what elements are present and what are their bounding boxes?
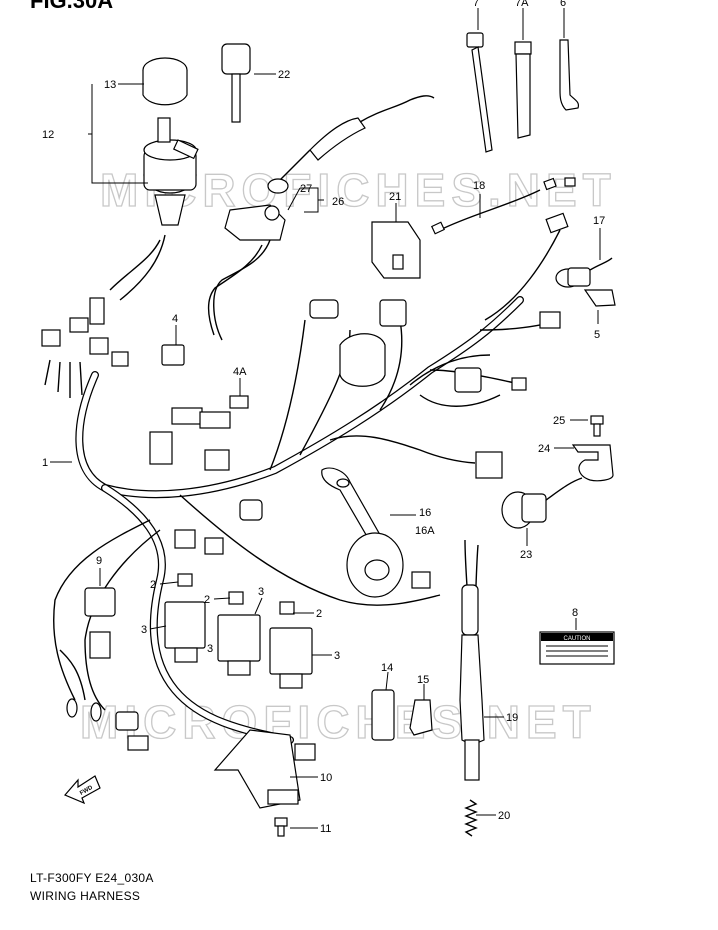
callout-8: 8 (572, 607, 578, 619)
callout-13: 13 (104, 79, 116, 91)
model-code: LT-F300FY E24_030A (30, 871, 154, 885)
ignition-switch (143, 117, 199, 226)
callout-2-middle: 2 (204, 594, 210, 606)
figure-title: FIG.30A (30, 0, 114, 13)
callout-4: 4 (172, 313, 178, 325)
caution-label-text: CAUTION (564, 636, 591, 642)
bracket-15 (409, 699, 433, 736)
wire-connectors-center (149, 407, 263, 555)
callout-3-right: 3 (334, 650, 340, 662)
callout-23: 23 (520, 549, 532, 561)
callout-labels: 13 12 22 7 7A 6 18 21 27 26 17 5 4 4A 1 … (42, 0, 605, 835)
callout-2-left: 2 (150, 579, 156, 591)
callout-14: 14 (381, 662, 393, 674)
callout-7: 7 (473, 0, 479, 9)
callout-11: 11 (320, 823, 331, 835)
relay-4 (161, 344, 185, 366)
callout-16: 16 (419, 507, 431, 519)
callout-22: 22 (278, 69, 290, 81)
callout-7a: 7A (515, 0, 529, 9)
callout-6: 6 (560, 0, 566, 9)
connector-block-right (454, 367, 527, 479)
clamp-5 (583, 289, 616, 307)
callout-1: 1 (42, 457, 48, 469)
callout-17: 17 (593, 215, 605, 227)
callout-10: 10 (320, 772, 332, 784)
noise-suppressor (309, 299, 407, 387)
callout-27: 27 (300, 183, 312, 195)
callout-3-top: 3 (258, 586, 264, 598)
callout-4a: 4A (233, 366, 247, 378)
watermark-bottom: MICROFICHES.NET (80, 696, 597, 748)
relay-21 (371, 221, 421, 279)
callout-20: 20 (498, 810, 510, 822)
spring-20 (464, 799, 478, 837)
kill-switch (207, 204, 286, 341)
connector-right (539, 212, 569, 329)
tether-cord (267, 95, 435, 194)
indicator-23 (501, 477, 583, 529)
sensor-19 (459, 539, 485, 781)
callout-19: 19 (506, 712, 518, 724)
callout-26: 26 (332, 196, 344, 208)
connector-block-left (41, 297, 129, 398)
lead-wire-18 (430, 177, 576, 235)
fuse-box-left (164, 573, 206, 663)
fuse-box-middle (217, 591, 261, 676)
callout-9: 9 (96, 555, 102, 567)
callout-24: 24 (538, 443, 550, 455)
horn (346, 532, 431, 598)
connectors-bottom-left (115, 711, 316, 761)
callout-18: 18 (473, 180, 485, 192)
cable-tie-7 (466, 32, 493, 153)
main-harness (53, 229, 561, 744)
callout-3-middle: 3 (207, 643, 213, 655)
cable-tie-7a (514, 41, 532, 139)
callout-16a: 16A (415, 525, 435, 537)
ignition-key (221, 43, 251, 123)
callout-3-left: 3 (141, 624, 147, 636)
bracket-10 (213, 729, 301, 809)
ignition-cap (142, 57, 188, 106)
fuse-4a (229, 395, 249, 409)
caution-label: CAUTION (539, 631, 615, 665)
callout-leaders (50, 8, 601, 829)
callout-15: 15 (417, 674, 429, 686)
clamp-6 (559, 39, 580, 111)
section-name: WIRING HARNESS (30, 889, 141, 903)
callout-2-right: 2 (316, 608, 322, 620)
bolt-11 (274, 817, 288, 837)
fuse-box-right (269, 601, 313, 689)
relay-14 (371, 689, 395, 741)
socket-17 (555, 257, 613, 288)
bolt-25 (590, 415, 604, 437)
relay-9 (59, 587, 116, 722)
callout-21: 21 (389, 191, 401, 203)
forward-direction-marker: FWD (64, 775, 101, 805)
bracket-24 (571, 444, 614, 482)
callout-25: 25 (553, 415, 565, 427)
callout-12: 12 (42, 129, 54, 141)
callout-5: 5 (594, 329, 600, 341)
